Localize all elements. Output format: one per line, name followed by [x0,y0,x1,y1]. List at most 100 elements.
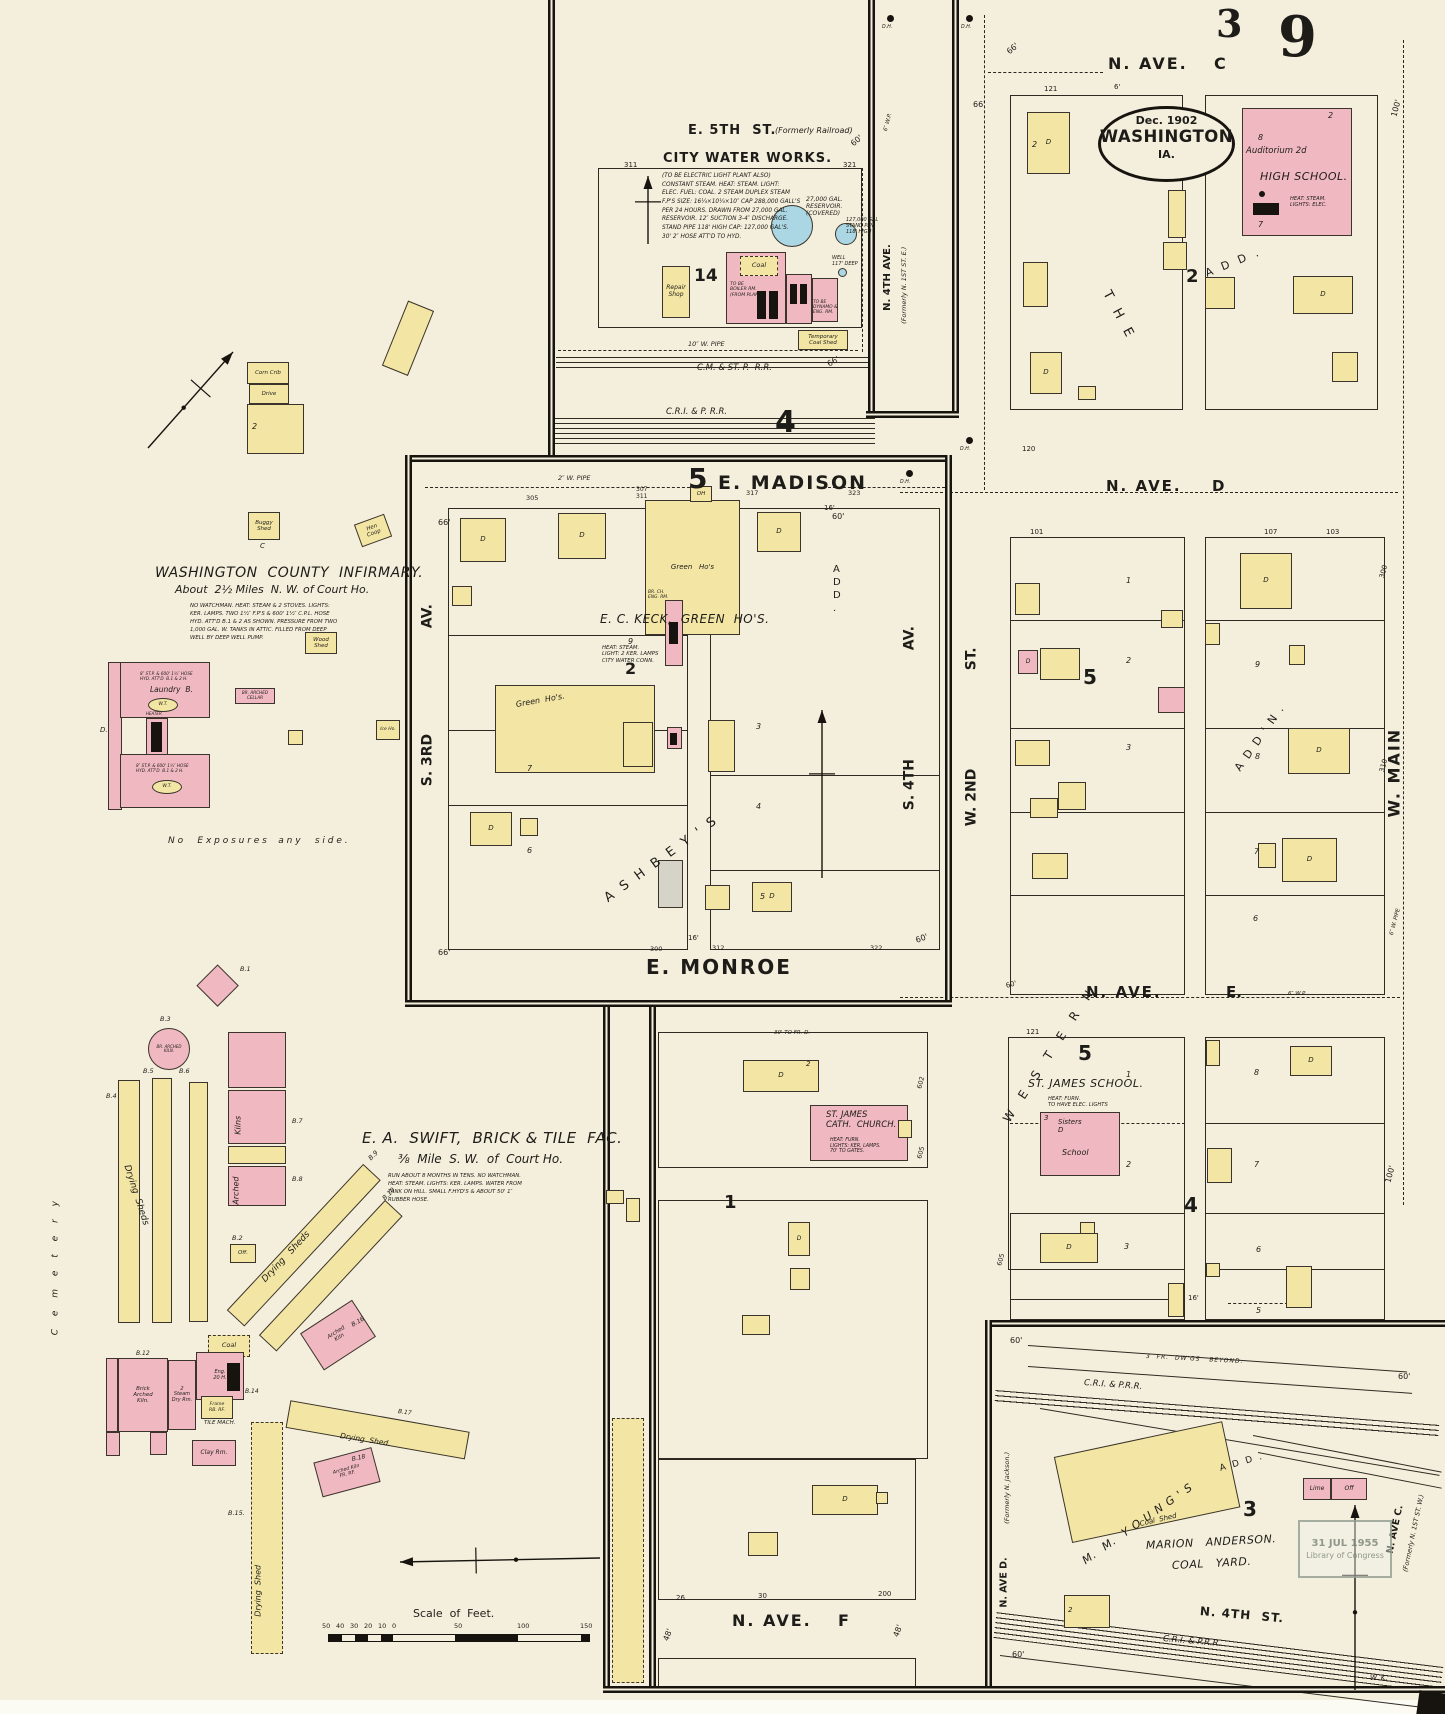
block-number: 14 [694,266,718,286]
panel-border [405,455,952,462]
building-dwelling-label: D [488,824,494,833]
building [1161,610,1183,628]
lot-number: 2 [1328,111,1334,120]
engine [227,1363,240,1391]
lot-line [710,870,940,872]
building [742,1315,770,1335]
building-buggy-shed-label: Buggy Shed [255,519,273,532]
building-dwelling-label: D [842,1495,848,1504]
barn-x [1058,782,1086,810]
building-id: B.5 [143,1067,154,1075]
lot-number: 7 [1254,1160,1260,1169]
label-c: C [260,542,265,550]
note-st-james-school: HEAT: FURN. TO HAVE ELEC. LIGHTS [1048,1096,1108,1109]
building-st-james-church [810,1105,908,1161]
pipe-label: 6″ W.P. [882,112,894,132]
panel-border [985,1320,992,1693]
building-dwelling: D [752,882,792,912]
loc-stamp-text: 31 JUL 1955 [1311,1538,1379,1549]
street-label-n-ave-d-former: (Formerly N. Jackson.) [1003,1451,1012,1524]
lot-number: 8 [1258,133,1264,142]
note-swift: RUN ABOUT 8 MONTHS IN TENS. NO WATCHMAN.… [388,1173,522,1204]
title-state: IA. [1158,148,1175,161]
building-cellar-label: BR. ARCHED CELLAR [241,690,269,700]
fire-hydrant-dot [887,15,894,22]
lot-number: 9 [628,637,634,646]
street-label-s4th-av: AV. [901,626,918,651]
dimension-label: 312 [712,944,725,952]
building-dwelling: D [460,518,506,562]
building-dwelling: D [470,812,512,846]
label-school: School [1062,1148,1089,1157]
building-dwelling: D [757,512,801,552]
building-id: B.1 [240,965,251,973]
building-engine-label: Eng. 20 H. [213,1369,227,1381]
building-dwelling-label: D [796,1234,802,1242]
building-dwelling: D [1282,838,1337,882]
title-oval [1098,106,1235,182]
dimension-label: 100' [1383,1164,1397,1184]
lot-number: 8 [1254,1068,1260,1077]
loc-stamp-text: Library of Congress [1306,1551,1384,1560]
stand-pipe-circle [835,223,857,245]
building-corn-crib-label: Corn Crib [255,369,281,376]
w-main-street-line [1403,40,1404,1205]
building-hen-coop: Hen Coop [353,513,393,548]
building-drying-shed-15 [251,1422,283,1654]
city-block [658,1200,928,1459]
building-drive: Drive [249,384,289,404]
panel-border [866,411,959,418]
building-shed-tilted [381,300,435,376]
building-dwelling: D [1027,112,1070,174]
block-number: 4 [1184,1193,1198,1217]
street-label-e-5th: E. 5TH ST. [688,123,777,138]
note-dynamo: TO BE DYNAMO & ENG. RM. [813,300,838,316]
label-kilns-v: Kilns [233,1115,243,1135]
dimension-label: 121 [1044,85,1058,93]
fire-hydrant-dot [966,15,973,22]
building [1032,853,1068,879]
building [150,1432,167,1455]
dimension-label: 300 [650,945,663,953]
building [1206,1040,1220,1066]
note-no-exposures: N o E x p o s u r e s a n y s i d e . [168,836,348,846]
dimension-label: 305 [526,494,539,502]
building-dwelling: D [788,1222,810,1256]
city-block [658,1032,928,1168]
railroad-label-crip-2: C.R.I. & P.R.R. [1083,1378,1143,1393]
dimension-label: 60' [1398,1372,1411,1381]
addition-label-add-v: A D D . [833,564,841,614]
lot-number: 3 [1124,1242,1130,1251]
barn-x [1158,687,1185,713]
building [1030,798,1058,818]
pipe-label: 2″ W. PIPE [558,474,591,482]
building [1286,1266,1312,1308]
dimension-label: 120 [1022,445,1036,453]
building-dwelling [1332,352,1358,382]
building [228,1146,286,1164]
building-infirmary-wing [108,662,122,810]
building-drying-shed-17 [285,1400,470,1460]
street-label-n-ave-e: N. AVE. [1086,983,1162,1001]
dimension-label: 16' [824,504,835,512]
lot-line [1010,1299,1185,1301]
pipe-label: 6″ W. PIPE [1388,907,1402,936]
n-ave-e-street-line [900,997,1400,998]
city-block [448,508,688,950]
boiler [769,291,778,319]
kiln-arched-label: Arched Kiln [326,1324,347,1343]
building-dwelling-label: D [1045,138,1052,147]
building [898,1120,912,1138]
kiln-round: BR. ARCHED KILN. [148,1028,190,1070]
dimension-label: 66' [438,948,451,957]
street-pipe-line [984,15,985,490]
lot-number: 2 [806,1060,811,1068]
dimension-label: 100' [1389,98,1403,118]
scale-bar-title: Scale of Feet. [413,1607,495,1620]
note-infirmary-hose2: 8″ ST.P. & 600' 1½″ HOSE HYD. ATT'D B.1 … [136,763,189,773]
panel-border [985,1320,1445,1327]
city-block [1205,1213,1385,1320]
building-dwelling: D [743,1060,819,1092]
lot-line [710,775,940,777]
